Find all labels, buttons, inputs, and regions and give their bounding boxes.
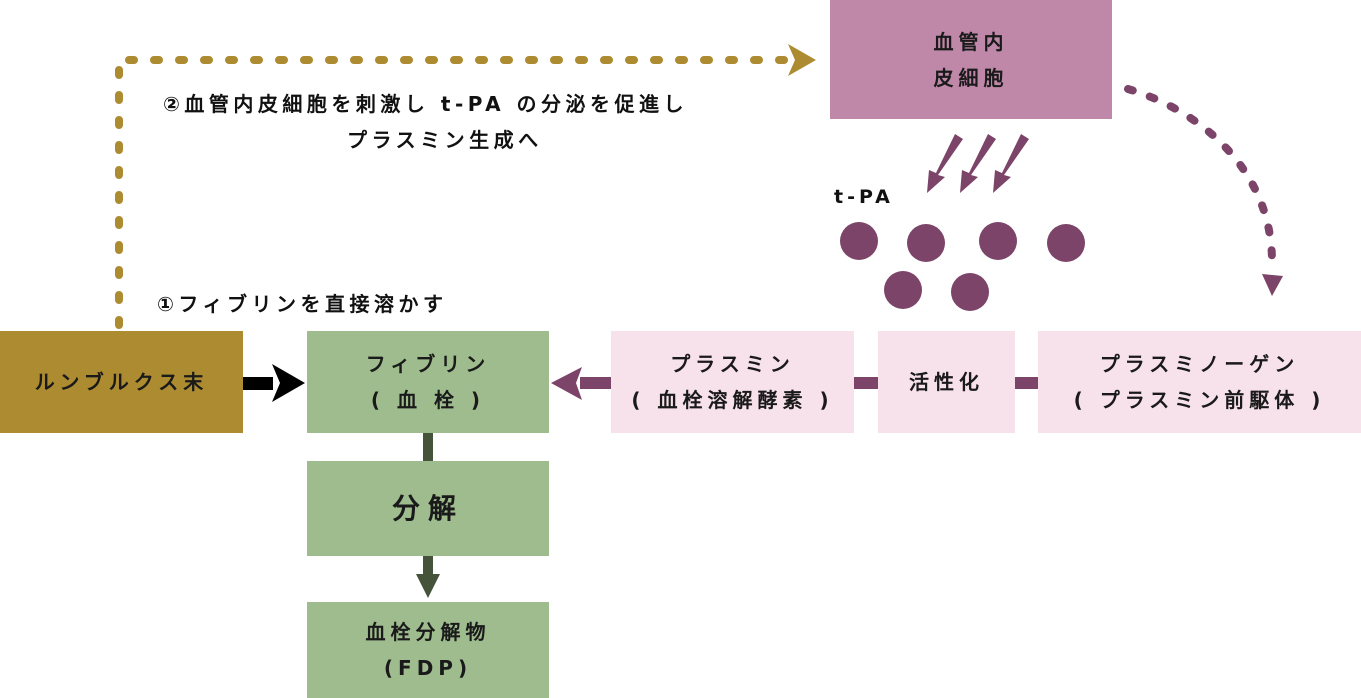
path2-annotation-line2: プラスミン生成へ bbox=[347, 128, 543, 152]
fibrin-sublabel: ( 血 栓 ) bbox=[370, 388, 486, 412]
lumbrokinase-label: ルンブルクス末 bbox=[34, 370, 209, 394]
endothelial-to-plasminogen-curve bbox=[1124, 85, 1276, 266]
path2-annotation-line1: ②血管内皮細胞を刺激し t-PA の分泌を促進し bbox=[163, 92, 689, 116]
tpa-molecule bbox=[951, 273, 989, 311]
endothelial-label-line1: 血管内 bbox=[933, 29, 1009, 54]
plasmin-activation-connector bbox=[853, 377, 878, 389]
activation-box: 活性化 bbox=[878, 331, 1015, 433]
secretion-arrow-icon bbox=[993, 134, 1029, 193]
fibrin-decomposition-connector bbox=[423, 433, 433, 461]
tpa-molecules bbox=[840, 222, 1085, 311]
fdp-sublabel: (FDP) bbox=[383, 656, 473, 680]
decomposition-to-fdp-arrow bbox=[416, 556, 440, 598]
fibrin-label: フィブリン bbox=[365, 352, 491, 376]
plasminogen-label: プラスミノーゲン bbox=[1099, 352, 1300, 376]
fibrin-box: フィブリン ( 血 栓 ) bbox=[307, 331, 549, 433]
path2-arrowhead-icon bbox=[788, 44, 816, 76]
plasmin-to-fibrin-arrow bbox=[551, 367, 612, 400]
curve-arrowhead-icon bbox=[1262, 274, 1283, 296]
plasminogen-box: プラスミノーゲン ( プラスミン前駆体 ) bbox=[1038, 331, 1361, 433]
direct-dissolve-arrow bbox=[243, 364, 305, 402]
fdp-label: 血栓分解物 bbox=[365, 620, 491, 644]
endothelial-cell-box: 血管内 皮細胞 bbox=[830, 0, 1112, 119]
tpa-molecule bbox=[1047, 224, 1085, 262]
plasmin-box: プラスミン ( 血栓溶解酵素 ) bbox=[611, 331, 854, 433]
tpa-label: t-PA bbox=[834, 186, 894, 208]
path1-annotation: ①フィブリンを直接溶かす bbox=[157, 292, 448, 316]
fdp-box: 血栓分解物 (FDP) bbox=[307, 602, 549, 698]
endothelial-label-line2: 皮細胞 bbox=[933, 65, 1009, 90]
secretion-arrow-icon bbox=[960, 134, 996, 193]
tpa-molecule bbox=[979, 222, 1017, 260]
decomposition-label: 分解 bbox=[391, 491, 464, 525]
decomposition-box: 分解 bbox=[307, 461, 549, 556]
tpa-secretion-arrows bbox=[927, 134, 1029, 193]
activation-label: 活性化 bbox=[909, 370, 984, 394]
plasminogen-sublabel: ( プラスミン前駆体 ) bbox=[1073, 388, 1326, 412]
lumbrokinase-box: ルンブルクス末 bbox=[0, 331, 243, 433]
tpa-molecule bbox=[840, 222, 878, 260]
plasmin-sublabel: ( 血栓溶解酵素 ) bbox=[631, 388, 834, 412]
tpa-molecule bbox=[907, 224, 945, 262]
tpa-molecule bbox=[884, 271, 922, 309]
secretion-arrow-icon bbox=[927, 134, 963, 193]
plasmin-label: プラスミン bbox=[670, 352, 795, 376]
activation-plasminogen-connector bbox=[1015, 377, 1039, 389]
